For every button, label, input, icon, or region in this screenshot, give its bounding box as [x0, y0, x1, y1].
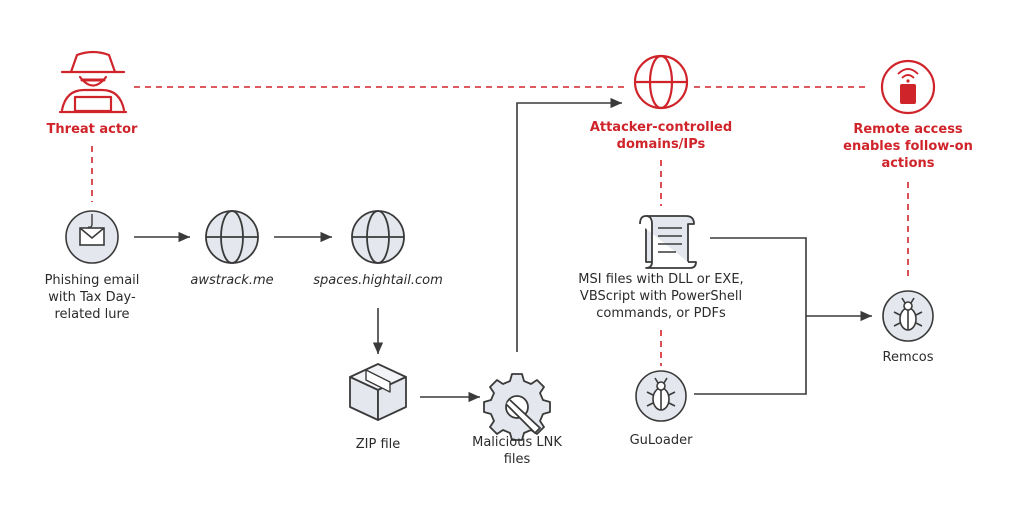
gear-wrench-icon [483, 373, 551, 441]
box-icon [349, 363, 407, 421]
solid-connectors [134, 97, 872, 403]
awstrack-label: awstrack.me [190, 273, 274, 288]
guloader-bug-icon [635, 370, 687, 422]
hightail-globe-icon [351, 210, 405, 264]
hightail-label: spaces.hightail.com [313, 273, 443, 288]
arrow-lnk-to-domains [516, 97, 622, 352]
attacker-domains-label: Attacker-controlled domains/IPs [589, 120, 733, 152]
script-scroll-icon [639, 215, 697, 269]
remote-access-label: Remote access enables follow-on actions [843, 122, 973, 171]
guloader-label: GuLoader [629, 433, 693, 448]
remcos-label: Remcos [882, 350, 934, 365]
line-guloader-to-junction [694, 316, 807, 395]
phishing-email-label: Phishing email with Tax Day- related lur… [44, 273, 140, 322]
hacker-icon [58, 50, 128, 114]
awstrack-globe-icon [205, 210, 259, 264]
zip-file-label: ZIP file [355, 437, 401, 452]
remcos-bug-icon [882, 290, 934, 342]
phishing-email-icon [65, 210, 119, 264]
remote-device-icon [880, 59, 936, 115]
lnk-files-label: Malicious LNK files [472, 435, 562, 467]
line-msi-to-junction [710, 237, 807, 316]
red-globe-icon [633, 54, 689, 110]
msi-files-label: MSI files with DLL or EXE, VBScript with… [578, 272, 744, 321]
dashed-connectors [91, 86, 909, 366]
threat-actor-label: Threat actor [46, 122, 138, 137]
